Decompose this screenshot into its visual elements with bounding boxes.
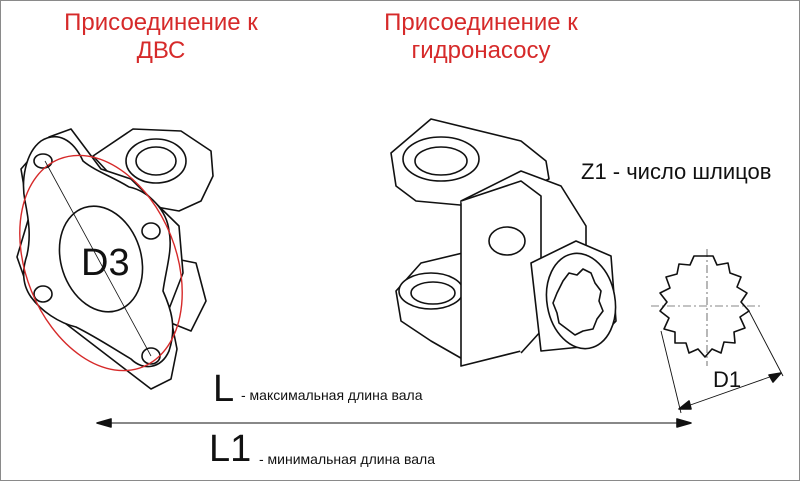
max-length-symbol: L — [213, 368, 235, 410]
min-length-description: - минимальная длина вала — [259, 451, 435, 467]
length-dimension-line — [96, 418, 692, 428]
d3-label: D3 — [81, 242, 130, 284]
spline-count-label: Z1 - число шлицов — [581, 159, 772, 184]
engine-connection-line2: ДВС — [136, 37, 186, 64]
d1-label: D1 — [713, 367, 742, 392]
engine-connection-line1: Присоединение к — [64, 9, 258, 36]
pump-connection-line1: Присоединение к — [384, 9, 578, 36]
engine-connection-label: Присоединение к ДВС — [41, 9, 281, 65]
pump-yoke-drawing — [390, 118, 617, 367]
spline-profile-drawing — [651, 249, 784, 414]
max-length-description: - максимальная длина вала — [241, 387, 423, 403]
flange-yoke-drawing — [16, 128, 214, 390]
pump-connection-label: Присоединение к гидронасосу — [361, 9, 601, 65]
pump-connection-line2: гидронасосу — [411, 37, 551, 64]
min-length-symbol: L1 — [209, 428, 252, 470]
